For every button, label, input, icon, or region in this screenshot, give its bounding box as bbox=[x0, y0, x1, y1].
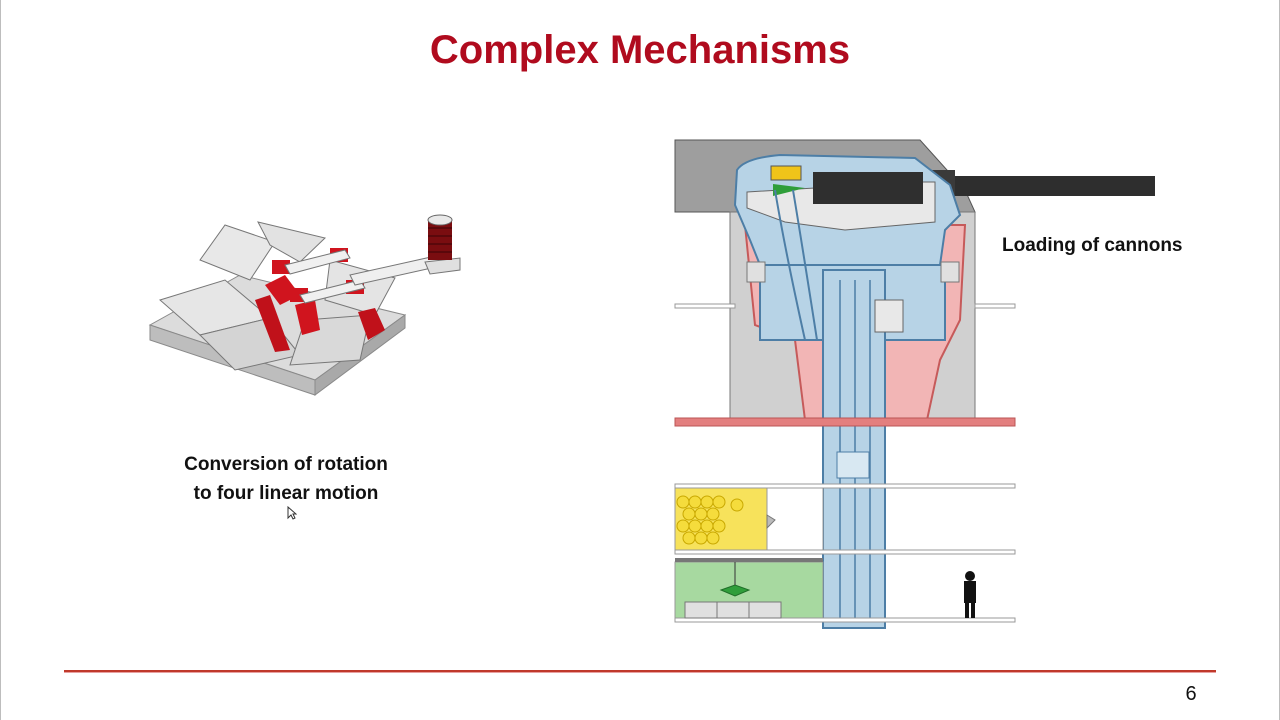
slide-border-left bbox=[0, 0, 1, 720]
cannon-loading-cross-section-illustration bbox=[674, 139, 1155, 629]
mouse-pointer-icon bbox=[287, 506, 297, 520]
mechanism-caption-line2: to four linear motion bbox=[193, 483, 379, 504]
rotation-linear-mechanism-illustration bbox=[148, 214, 461, 396]
person-icon bbox=[964, 571, 976, 618]
mechanism-caption-line1: Conversion of rotation bbox=[184, 454, 388, 475]
page-number: 6 bbox=[1185, 683, 1197, 705]
footer-divider bbox=[64, 670, 1216, 672]
slide-title: Complex Mechanisms bbox=[429, 28, 851, 72]
mechanism-caption: Conversion of rotation to four linear mo… bbox=[156, 450, 416, 508]
footer-divider-shadow bbox=[64, 672, 1216, 673]
cannon-caption: Loading of cannons bbox=[1002, 235, 1183, 256]
